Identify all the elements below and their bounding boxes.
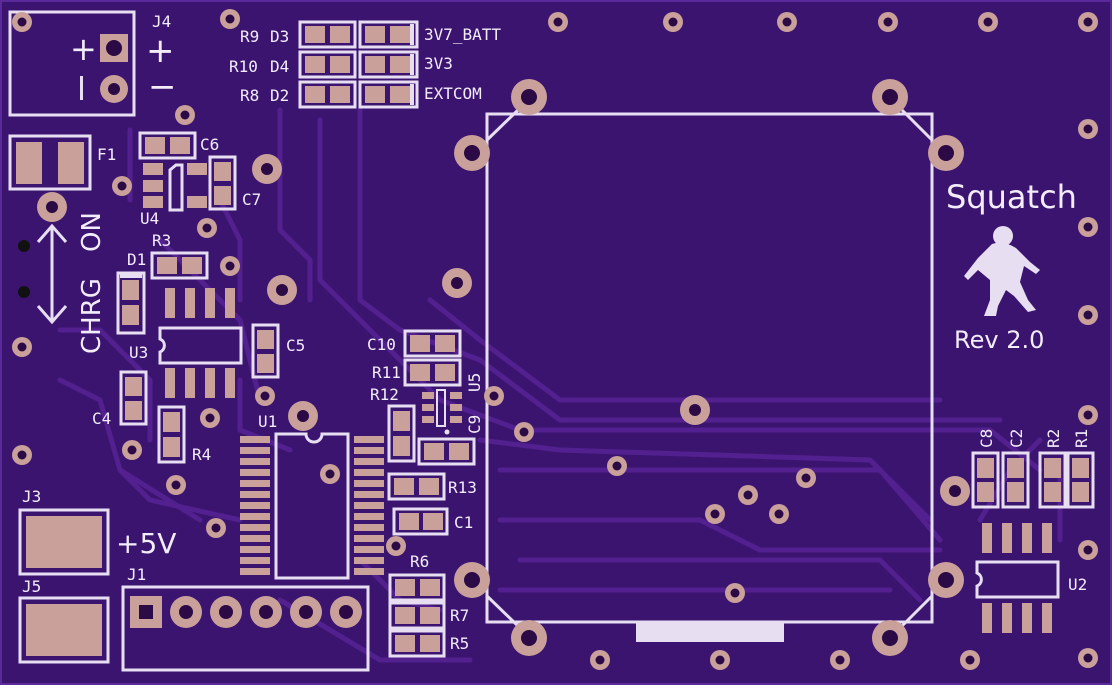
label-d1: D1 bbox=[127, 250, 146, 269]
cap-c1 bbox=[392, 507, 449, 536]
res-r13 bbox=[387, 472, 446, 501]
res-r4 bbox=[157, 405, 186, 464]
bigfoot-icon bbox=[964, 226, 1040, 316]
cap-c9 bbox=[417, 437, 476, 466]
res-r3 bbox=[150, 251, 209, 280]
label-r5: R5 bbox=[450, 634, 469, 653]
label-5v: +5V bbox=[116, 527, 176, 560]
label-c2: C2 bbox=[1007, 429, 1026, 448]
label-j1: J1 bbox=[127, 565, 146, 584]
fuse-f1 bbox=[8, 134, 92, 191]
label-3v7-batt: 3V7_BATT bbox=[424, 25, 501, 44]
label-r9: R9 bbox=[240, 27, 259, 46]
label-r13: R13 bbox=[448, 478, 477, 497]
label-c1: C1 bbox=[454, 513, 473, 532]
res-r12 bbox=[387, 404, 416, 463]
label-c10: C10 bbox=[367, 335, 396, 354]
connector-j5 bbox=[18, 596, 110, 664]
led-d1 bbox=[116, 271, 146, 335]
label-r2: R2 bbox=[1044, 429, 1063, 448]
vias bbox=[12, 9, 1098, 670]
switch-chrg-on bbox=[18, 223, 68, 325]
label-c6: C6 bbox=[200, 135, 219, 154]
ic-u2 bbox=[975, 523, 1060, 633]
label-3v3: 3V3 bbox=[424, 54, 453, 73]
label-d4: D4 bbox=[270, 57, 289, 76]
label-r1: R1 bbox=[1072, 429, 1091, 448]
label-j4: J4 bbox=[152, 12, 171, 31]
label-c5: C5 bbox=[286, 336, 305, 355]
parts-c8-c2-r2-r1 bbox=[971, 451, 1095, 509]
cap-c5 bbox=[251, 323, 280, 379]
cap-c7 bbox=[208, 155, 237, 211]
label-r3: R3 bbox=[152, 231, 171, 250]
res-r6-r7-r5 bbox=[388, 573, 446, 658]
label-d2: D2 bbox=[270, 86, 289, 105]
cap-c6 bbox=[138, 131, 197, 160]
res-r11 bbox=[403, 358, 462, 387]
ic-u5 bbox=[422, 389, 462, 435]
label-on: ON bbox=[77, 212, 107, 252]
label-u4: U4 bbox=[140, 209, 159, 228]
label-chrg: CHRG bbox=[77, 278, 107, 354]
connector-j3 bbox=[18, 508, 110, 576]
label-c4: C4 bbox=[92, 409, 111, 428]
label-j5: J5 bbox=[22, 577, 41, 596]
display-outline bbox=[485, 108, 934, 642]
label-r11: R11 bbox=[372, 363, 401, 382]
label-u2: U2 bbox=[1068, 575, 1087, 594]
cap-c10 bbox=[403, 329, 462, 358]
label-minus: − bbox=[148, 67, 177, 107]
ic-u1 bbox=[240, 432, 384, 580]
label-c9: C9 bbox=[465, 415, 484, 434]
label-u5: U5 bbox=[465, 373, 484, 392]
label-extcom: EXTCOM bbox=[424, 84, 482, 103]
label-r12: R12 bbox=[370, 385, 399, 404]
ic-u3 bbox=[158, 288, 243, 398]
label-r8: R8 bbox=[240, 86, 259, 105]
label-r6: R6 bbox=[410, 552, 429, 571]
label-r4: R4 bbox=[192, 445, 211, 464]
brand-name: Squatch bbox=[946, 178, 1077, 216]
label-r10: R10 bbox=[229, 57, 258, 76]
label-c7: C7 bbox=[242, 190, 261, 209]
j4-plus-inner: + bbox=[70, 30, 97, 68]
label-plus: + bbox=[146, 31, 175, 71]
label-c8: C8 bbox=[977, 429, 996, 448]
label-r7: R7 bbox=[450, 606, 469, 625]
label-f1: F1 bbox=[97, 145, 116, 164]
label-u1: U1 bbox=[258, 412, 277, 431]
ic-u4 bbox=[143, 163, 207, 212]
header-j1 bbox=[121, 585, 370, 672]
connector-j4: + bbox=[8, 10, 136, 117]
brand-revision: Rev 2.0 bbox=[954, 326, 1044, 354]
led-rows bbox=[298, 20, 419, 109]
label-u3: U3 bbox=[129, 343, 148, 362]
label-d3: D3 bbox=[270, 27, 289, 46]
label-j3: J3 bbox=[22, 487, 41, 506]
cap-c4 bbox=[119, 370, 148, 426]
